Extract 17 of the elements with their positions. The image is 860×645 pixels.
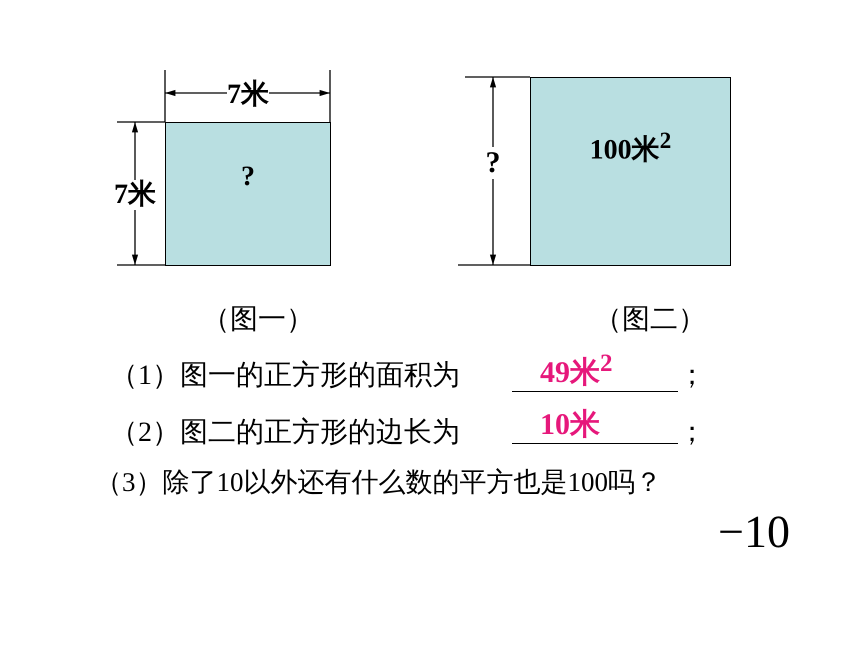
dimension-label: ? [486, 147, 500, 179]
square [530, 77, 731, 266]
question-text: （3）除了10以外还有什么数的平方也是100吗？ [95, 466, 662, 499]
answer-text: 49米$^{2}$ [512, 350, 678, 392]
square [165, 122, 331, 266]
figure-caption: （图一） [201, 303, 315, 337]
figure-caption: （图二） [593, 303, 707, 337]
dimension-label: 7米 [227, 80, 269, 110]
question-text: （1）图一的正方形的面积为 [110, 359, 460, 393]
question-text: （2）图二的正方形的边长为 [110, 416, 460, 450]
answer-text: 10米 [512, 408, 678, 444]
area-text: ? [240, 161, 256, 193]
answer-number: −10 [718, 505, 790, 558]
area-text: 100米$^{2}$ [588, 128, 672, 168]
dimension-label: 7米 [114, 180, 156, 210]
punctuation: ； [678, 416, 706, 450]
punctuation: ； [678, 359, 706, 393]
